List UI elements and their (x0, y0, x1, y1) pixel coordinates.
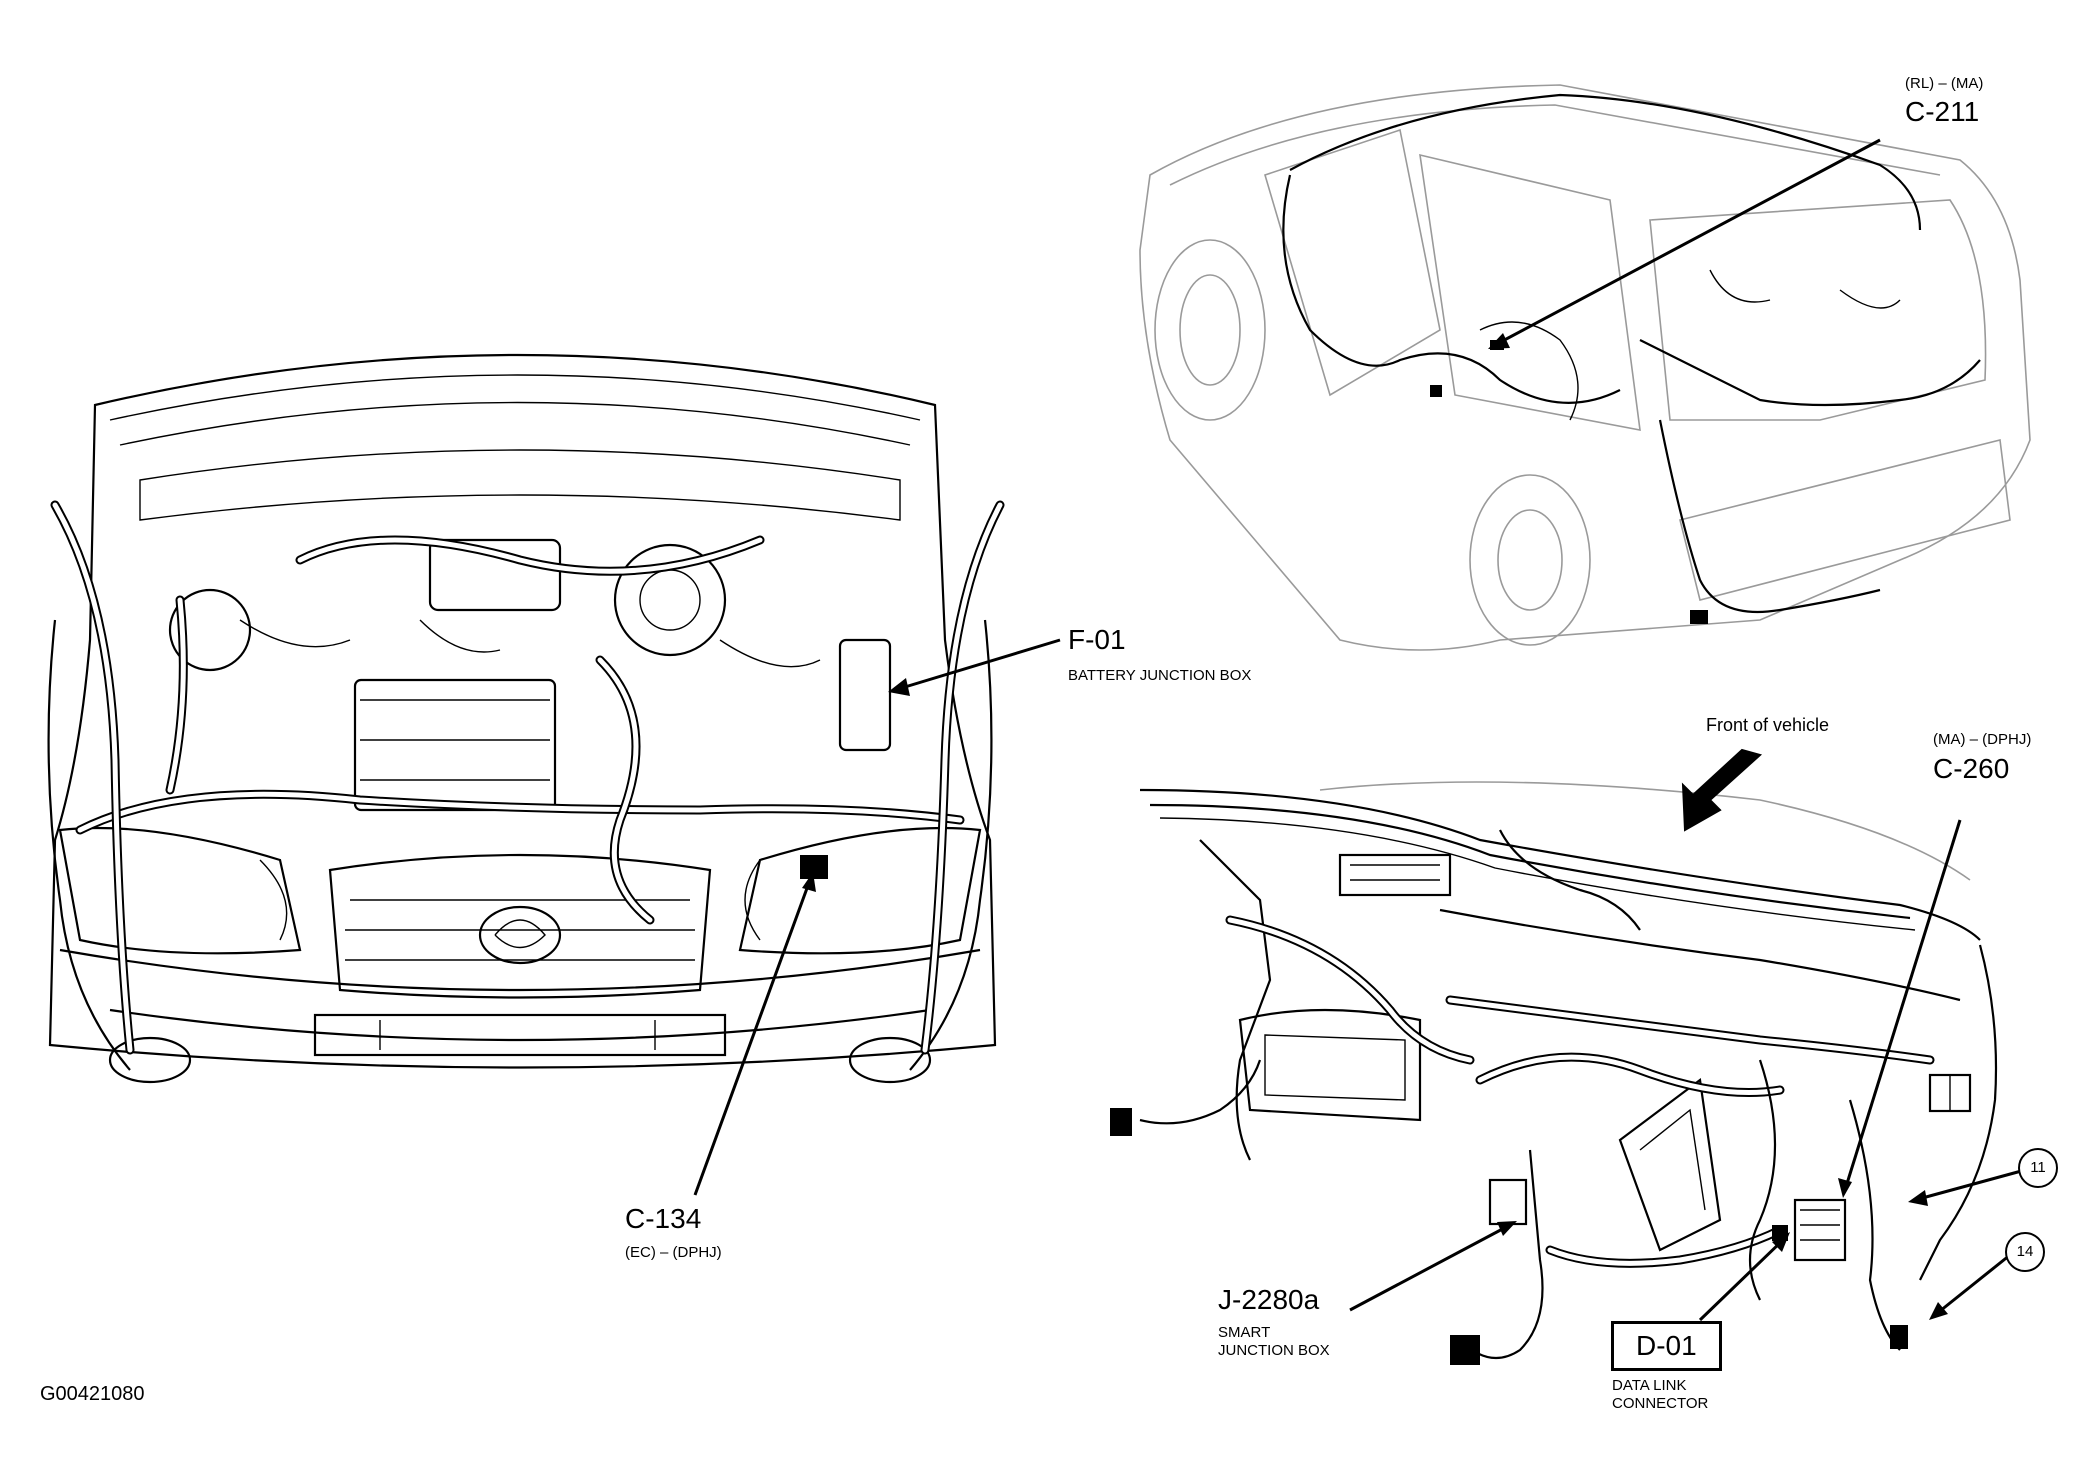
instrument-panel-illustration (1110, 781, 1998, 1365)
j2280a-leader-line (1349, 1223, 1511, 1312)
marker-11: 11 (2018, 1148, 2058, 1188)
c211-code: C-211 (1905, 96, 1980, 127)
engine-bay-illustration (47, 353, 1005, 1084)
c134-code: C-134 (625, 1203, 702, 1234)
d01-desc-line2: CONNECTOR (1612, 1395, 1709, 1412)
c260-leader-line (1843, 819, 1962, 1191)
marker-14: 14 (2005, 1232, 2045, 1272)
j2280a-code: J-2280a (1218, 1284, 1320, 1315)
c211-desc: (RL) – (MA) (1905, 75, 1984, 92)
c260-desc: (MA) – (DPHJ) (1933, 731, 2032, 748)
j2280a-desc-line1: SMART (1218, 1324, 1271, 1341)
figure-id: G00421080 (40, 1383, 145, 1405)
f01-code: F-01 (1068, 624, 1126, 655)
j2280a-desc-line2: JUNCTION BOX (1218, 1342, 1330, 1359)
marker-14-leader-line (1934, 1253, 2011, 1317)
c134-desc: (EC) – (DPHJ) (625, 1244, 722, 1261)
f01-leader-line (894, 638, 1061, 692)
c211-leader-line (1494, 138, 1881, 347)
marker-11-leader-line (1914, 1168, 2026, 1202)
c260-code: C-260 (1933, 753, 2010, 784)
front-of-vehicle-note: Front of vehicle (1706, 715, 1830, 735)
c134-leader-line (693, 879, 812, 1196)
d01-desc-line1: DATA LINK (1612, 1377, 1687, 1394)
d01-leader-line (1698, 1236, 1787, 1322)
f01-desc: BATTERY JUNCTION BOX (1068, 667, 1252, 684)
d01-code: D-01 (1611, 1321, 1722, 1371)
front-direction-arrow (1681, 748, 1763, 832)
rear-body-illustration (1139, 84, 2031, 651)
